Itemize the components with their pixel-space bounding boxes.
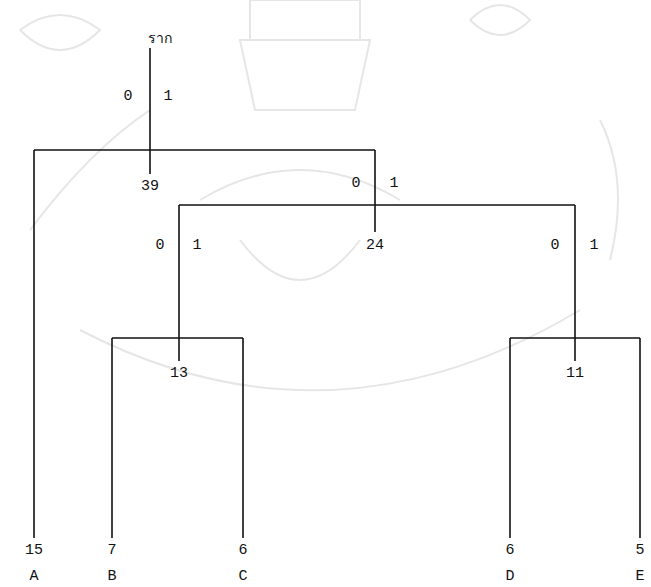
branch-bit: 1 xyxy=(163,89,172,104)
branch-bit: 0 xyxy=(550,238,559,253)
branch-bit: 0 xyxy=(123,89,132,104)
leaf-symbol: A xyxy=(29,569,38,584)
branch-bit: 0 xyxy=(155,238,164,253)
leaf-weight: 5 xyxy=(635,543,644,558)
node-weight: 13 xyxy=(170,366,188,381)
node-weight: 39 xyxy=(141,179,159,194)
branch-bit: 1 xyxy=(389,176,398,191)
leaf-symbol: D xyxy=(505,569,514,584)
leaf-weight: 15 xyxy=(25,543,43,558)
leaf-symbol: B xyxy=(107,569,116,584)
branch-bit: 0 xyxy=(351,176,360,191)
leaf-weight: 7 xyxy=(107,543,116,558)
leaf-symbol: C xyxy=(238,569,247,584)
leaf-weight: 6 xyxy=(505,543,514,558)
node-weight: 24 xyxy=(366,238,384,253)
leaf-weight: 6 xyxy=(238,543,247,558)
branch-bit: 1 xyxy=(589,238,598,253)
branch-bit: 1 xyxy=(192,238,201,253)
leaf-symbol: E xyxy=(635,569,644,584)
root-label: ราก xyxy=(148,31,172,45)
node-weight: 11 xyxy=(566,366,584,381)
